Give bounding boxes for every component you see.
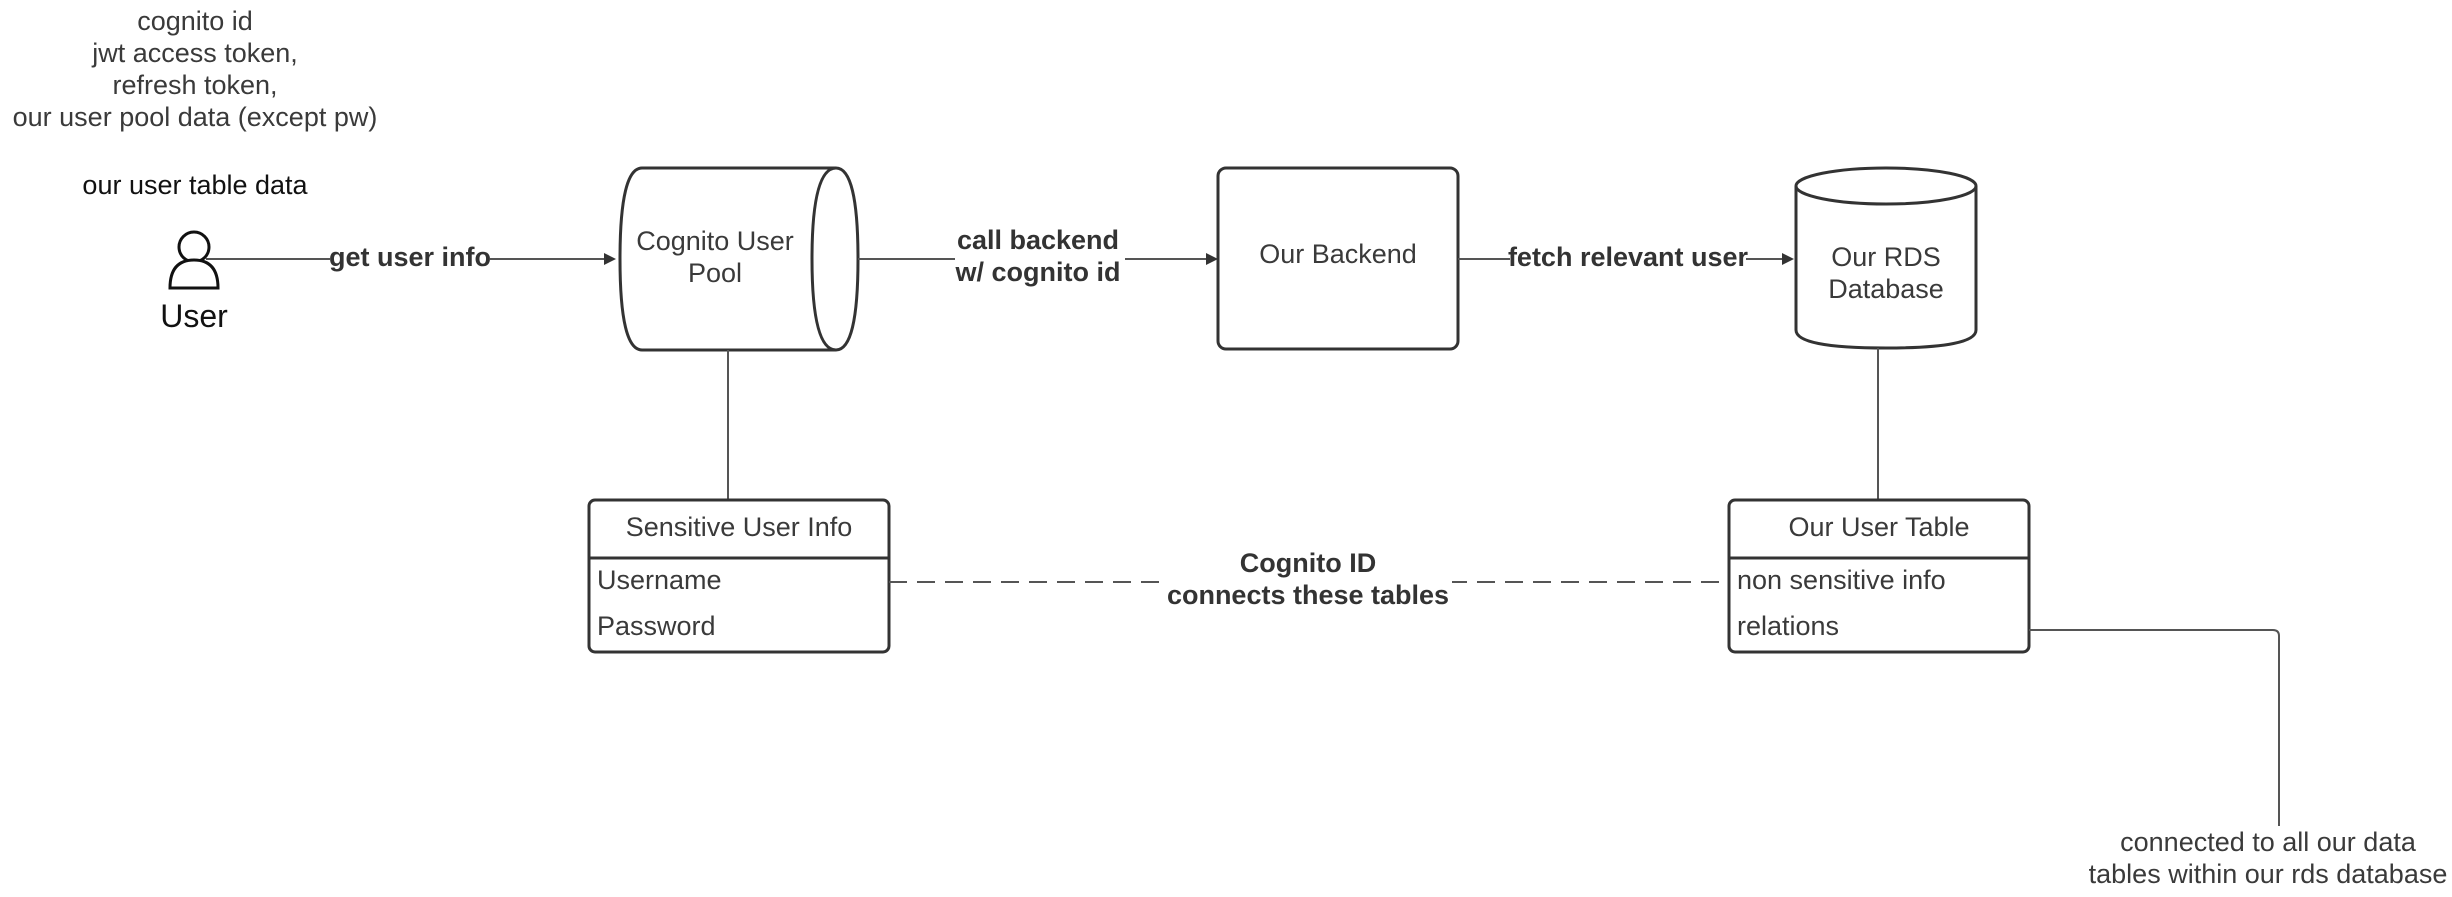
user-table-box bbox=[1727, 498, 2031, 654]
note-line-table-data: our user table data bbox=[82, 170, 308, 200]
label-get-user-info: get user info bbox=[329, 242, 491, 272]
rds-database[interactable]: Our RDS Database bbox=[1794, 166, 1978, 350]
note-line-jwt: jwt access token, bbox=[91, 38, 298, 68]
rds-cylinder-body bbox=[1794, 186, 1978, 350]
line-relations-to-footnote bbox=[2029, 629, 2280, 826]
label-cognito-id-line2: connects these tables bbox=[1167, 580, 1449, 610]
our-backend[interactable]: Our Backend bbox=[1216, 166, 1460, 351]
note-line-pool-data: our user pool data (except pw) bbox=[13, 102, 378, 132]
sensitive-table-box bbox=[587, 498, 891, 654]
rds-label-line1: Our RDS bbox=[1831, 242, 1941, 272]
label-call-backend-line1: call backend bbox=[957, 225, 1119, 255]
sensitive-user-info-table[interactable]: Sensitive User Info Username Password bbox=[587, 498, 891, 654]
label-bg bbox=[1168, 546, 1452, 614]
sensitive-field-password: Password bbox=[597, 611, 716, 641]
connector-call-backend: call backend w/ cognito id bbox=[858, 224, 1218, 290]
user-actor[interactable]: User bbox=[160, 230, 228, 334]
footnote: connected to all our data tables within … bbox=[2089, 827, 2448, 889]
label-bg bbox=[330, 240, 490, 276]
note-line-refresh: refresh token, bbox=[112, 70, 277, 100]
user-label: User bbox=[160, 298, 228, 334]
rds-cylinder-top bbox=[1794, 166, 1978, 206]
backend-label: Our Backend bbox=[1259, 239, 1417, 269]
our-user-table[interactable]: Our User Table non sensitive info relati… bbox=[1727, 498, 2031, 654]
sensitive-table-title: Sensitive User Info bbox=[626, 512, 853, 542]
sensitive-field-username: Username bbox=[597, 565, 722, 595]
user-field-relations: relations bbox=[1737, 611, 1839, 641]
user-field-non-sensitive: non sensitive info bbox=[1737, 565, 1946, 595]
note-line-cognito-id: cognito id bbox=[137, 6, 253, 36]
cognito-label-line1: Cognito User bbox=[636, 226, 794, 256]
rds-label-line2: Database bbox=[1828, 274, 1944, 304]
label-cognito-id-line1: Cognito ID bbox=[1240, 548, 1376, 578]
cognito-label-line2: Pool bbox=[688, 258, 742, 288]
label-call-backend-line2: w/ cognito id bbox=[955, 257, 1121, 287]
cognito-cylinder-edge bbox=[810, 166, 837, 352]
footnote-line1: connected to all our data bbox=[2120, 827, 2417, 857]
label-bg bbox=[955, 224, 1125, 290]
label-fetch-user: fetch relevant user bbox=[1508, 242, 1749, 272]
label-bg bbox=[1510, 240, 1746, 276]
connector-get-user-info: get user info bbox=[206, 240, 616, 276]
connector-fetch-user: fetch relevant user bbox=[1458, 240, 1794, 276]
connector-cognito-id: Cognito ID connects these tables bbox=[889, 546, 1729, 614]
footnote-line2: tables within our rds database bbox=[2089, 859, 2448, 889]
user-table-title: Our User Table bbox=[1788, 512, 1969, 542]
person-icon bbox=[168, 230, 220, 290]
user-info-note: cognito id jwt access token, refresh tok… bbox=[13, 6, 378, 200]
cognito-user-pool[interactable]: Cognito User Pool bbox=[618, 166, 860, 352]
